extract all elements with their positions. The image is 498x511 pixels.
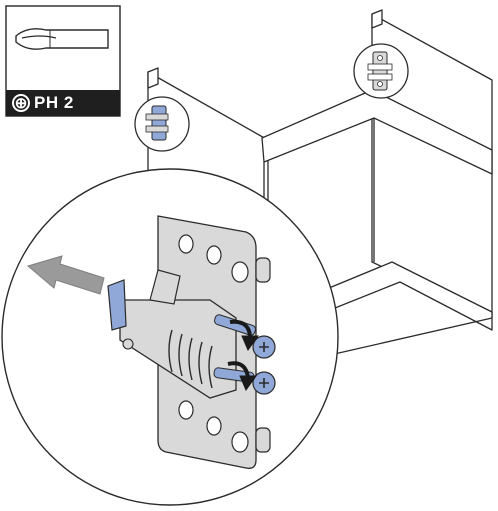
tool-label-bar: ⊕ PH 2 xyxy=(6,90,120,116)
callout-right-hinge xyxy=(353,43,409,99)
callout-left-hinge xyxy=(134,96,190,152)
adjustment-screws xyxy=(252,335,276,395)
rotation-arrows xyxy=(227,319,259,392)
tool-panel: ⊕ PH 2 xyxy=(6,6,120,116)
detail-magnifier xyxy=(1,168,339,506)
hinge-clip-blue xyxy=(107,279,127,331)
hinge-body xyxy=(119,299,237,399)
tool-bit-size: PH 2 xyxy=(34,93,74,112)
push-direction-arrow xyxy=(26,255,105,295)
plus-circle-icon: ⊕ xyxy=(12,94,30,112)
